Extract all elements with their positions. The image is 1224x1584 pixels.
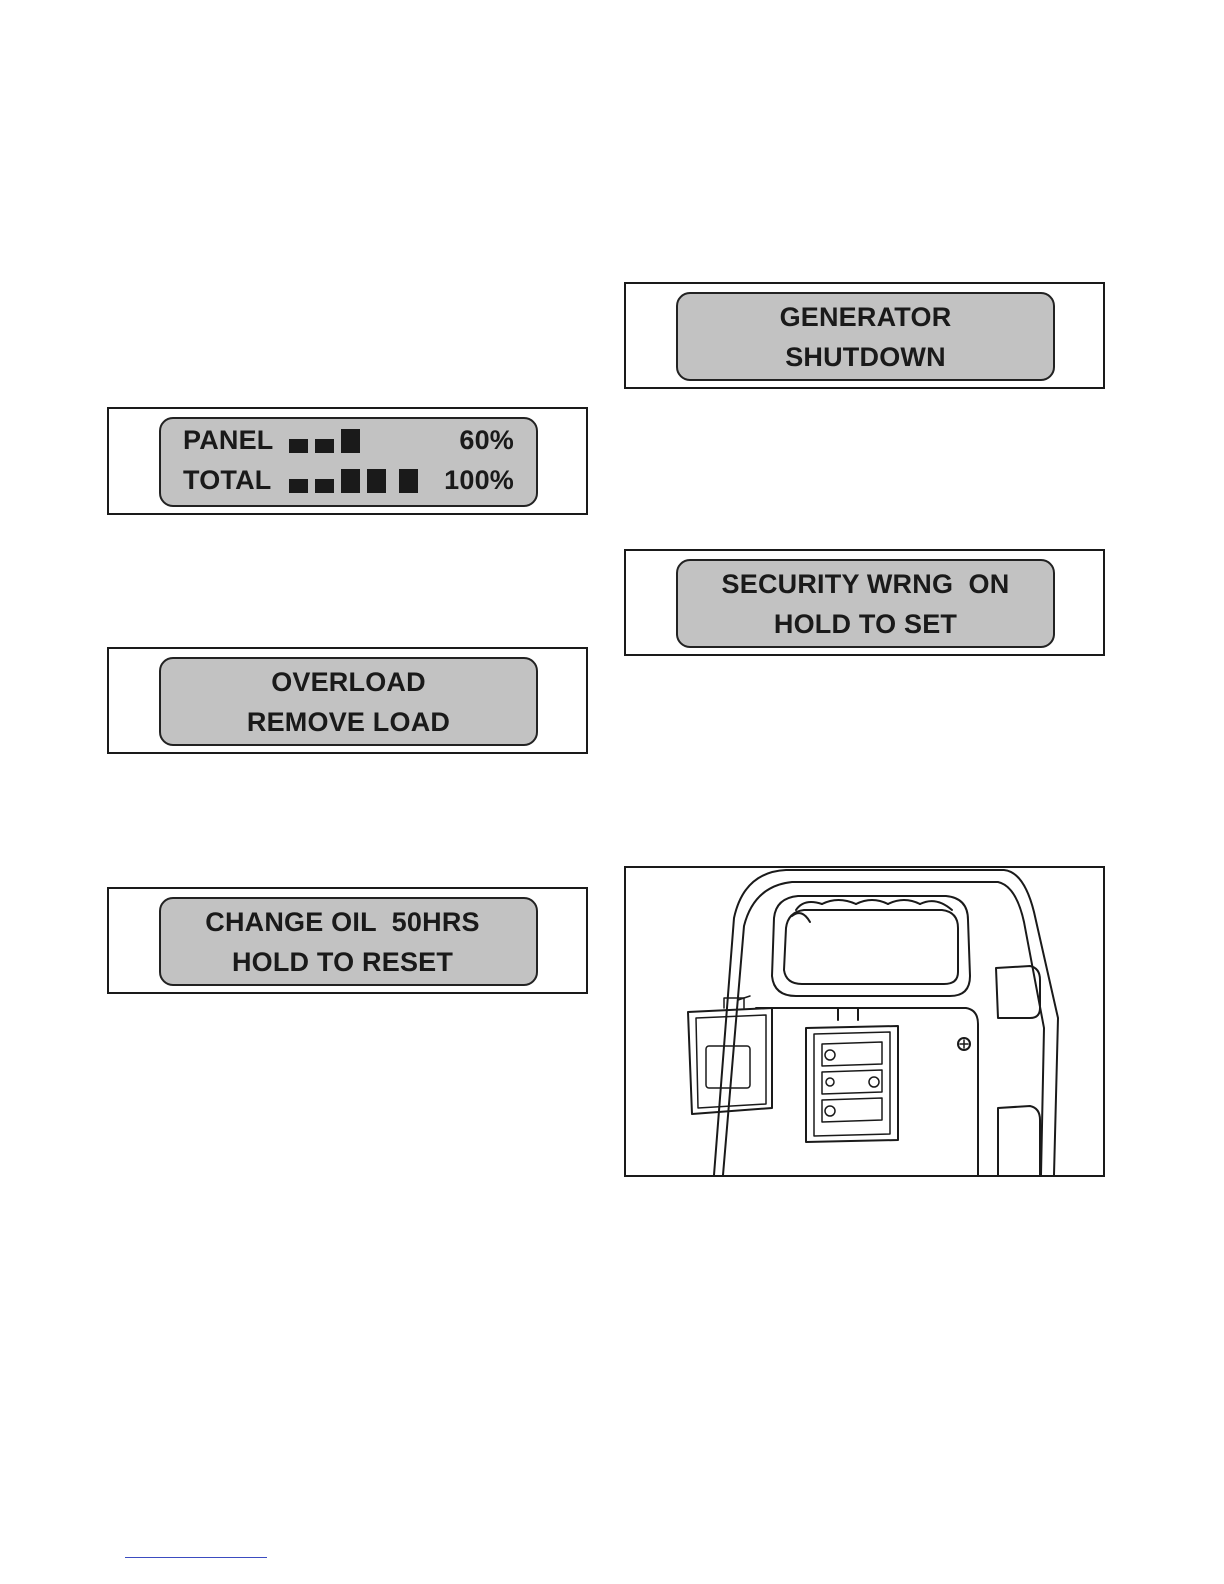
- change-oil-line-1: CHANGE OIL 50HRS: [161, 907, 536, 937]
- battery-compartment-remote-illustration: [626, 868, 1103, 1175]
- change-oil-display-figure: CHANGE OIL 50HRS HOLD TO RESET: [107, 887, 588, 994]
- footer-rule: [125, 1557, 267, 1558]
- overload-line-1: OVERLOAD: [161, 667, 536, 697]
- overload-line-2: REMOVE LOAD: [161, 707, 536, 737]
- level-bar-segment: [341, 429, 360, 453]
- security-line-2: HOLD TO SET: [678, 609, 1053, 639]
- battery-compartment-figure: [624, 866, 1105, 1177]
- shutdown-line-2: SHUTDOWN: [678, 342, 1053, 372]
- shutdown-display-figure: GENERATOR SHUTDOWN: [624, 282, 1105, 389]
- level-bar-segment: [315, 479, 334, 493]
- panel-label: PANEL: [183, 425, 274, 455]
- level-bar-segment: [341, 469, 360, 493]
- security-lcd-screen: SECURITY WRNG ON HOLD TO SET: [676, 559, 1055, 648]
- change-oil-lcd-screen: CHANGE OIL 50HRS HOLD TO RESET: [159, 897, 538, 986]
- shutdown-lcd-screen: GENERATOR SHUTDOWN: [676, 292, 1055, 381]
- shutdown-line-1: GENERATOR: [678, 302, 1053, 332]
- level-bar-segment: [289, 439, 308, 453]
- level-bar-segment: [289, 479, 308, 493]
- overload-display-figure: OVERLOAD REMOVE LOAD: [107, 647, 588, 754]
- total-percent: 100%: [444, 465, 514, 495]
- total-meter-row: TOTAL 100%: [183, 463, 514, 497]
- level-bar-segment: [399, 469, 418, 493]
- level-bar-segment: [367, 469, 386, 493]
- meter-display-figure: PANEL 60% TOTAL 100%: [107, 407, 588, 515]
- overload-lcd-screen: OVERLOAD REMOVE LOAD: [159, 657, 538, 746]
- meter-lcd-screen: PANEL 60% TOTAL 100%: [159, 417, 538, 507]
- panel-meter-row: PANEL 60%: [183, 423, 514, 457]
- security-display-figure: SECURITY WRNG ON HOLD TO SET: [624, 549, 1105, 656]
- total-level-bars: [289, 465, 429, 493]
- level-bar-segment: [315, 439, 334, 453]
- change-oil-line-2: HOLD TO RESET: [161, 947, 536, 977]
- total-label: TOTAL: [183, 465, 272, 495]
- panel-level-bars: [289, 425, 429, 453]
- panel-percent: 60%: [459, 425, 514, 455]
- security-line-1: SECURITY WRNG ON: [678, 569, 1053, 599]
